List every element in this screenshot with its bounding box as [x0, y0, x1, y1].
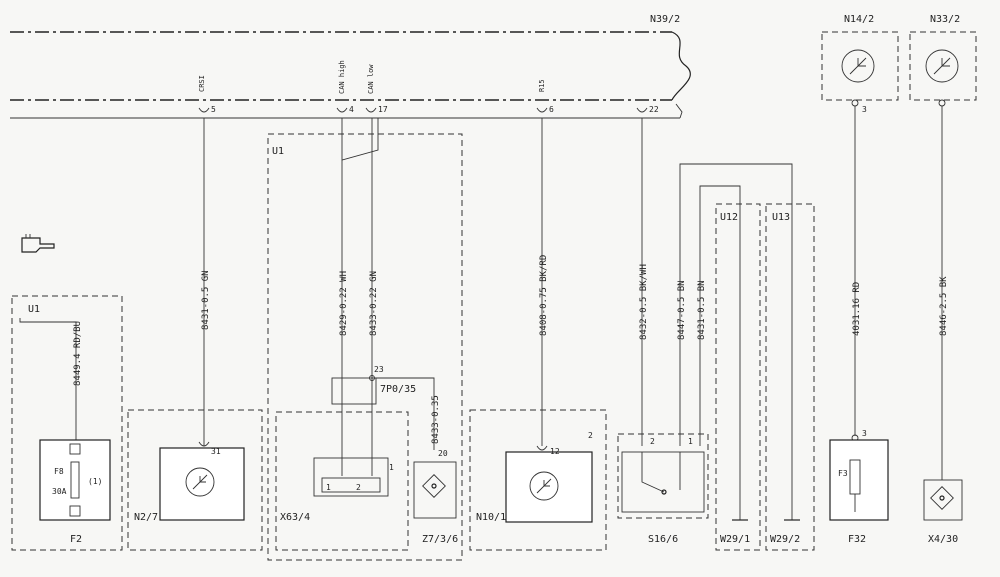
pin-23-label: 23	[374, 365, 384, 374]
pin-4-label: 4	[349, 105, 354, 114]
module-u1-left-label: U1	[28, 304, 40, 315]
n10-1-body	[505, 451, 593, 523]
signal-can-high-label: CAN high	[338, 60, 346, 94]
fuse-f32-body	[829, 439, 889, 521]
connector-ref-label: 7P0/35	[380, 384, 416, 395]
pin-31-label: 31	[211, 447, 221, 456]
n2-7-body	[159, 447, 245, 521]
module-n33-2-label: N33/2	[930, 14, 960, 25]
signal-crsi-label: CRSI	[198, 75, 206, 92]
module-u13-label: U13	[772, 212, 790, 223]
pin-5-label: 5	[211, 105, 216, 114]
module-z7-3-6-label: Z7/3/6	[422, 534, 458, 545]
pin-6-label: 6	[549, 105, 554, 114]
wire-can-low-label: 8433-0.22 GN	[369, 271, 379, 336]
module-x4-30: 8446-2.5 BK X4/30	[923, 106, 963, 545]
wire-s16-c-label: 8431-0.5 BN	[697, 280, 707, 340]
module-u1-mid-label: U1	[272, 146, 284, 157]
bus-pins: 5 CRSI 4 CAN high 17 CAN low 6 R15 22	[198, 60, 659, 114]
module-x63-4-label: X63/4	[280, 512, 310, 523]
module-w29-1-label: W29/1	[720, 534, 750, 545]
pin-20-label: 20	[438, 449, 448, 458]
fuse-f8-extra: (1)	[88, 477, 102, 486]
pin-2-n10-label: 2	[588, 431, 593, 440]
module-s16-6: 8432-0.5 BK/WH 8447-0.5 BN 8431-0.5 BN 2…	[617, 118, 793, 545]
module-u13: U13 W29/2	[765, 203, 815, 551]
module-s16-6-label: S16/6	[648, 534, 678, 545]
module-n10-1-label: N10/1	[476, 512, 506, 523]
module-w29-2-label: W29/2	[770, 534, 800, 545]
pin-cup-17	[365, 107, 377, 113]
pin-2-x63-label: 2	[356, 483, 361, 492]
module-f32-label: F32	[848, 534, 866, 545]
module-n14-2: N14/2 3	[821, 14, 899, 114]
wire-f2-label: 8449.4 RD/BU	[73, 321, 83, 386]
pin-cup-5	[198, 107, 210, 113]
wire-s16-a-label: 8432-0.5 BK/WH	[639, 264, 649, 340]
wire-can-high-label: 8429-0.22 WH	[339, 271, 349, 336]
wire-z7-label: 8433-0.35	[431, 395, 441, 444]
pin-1-x63-outer-label: 1	[389, 463, 394, 472]
wire-n10-label: 8408-0.75 BK/RD	[539, 255, 549, 336]
module-n14-2-label: N14/2	[844, 14, 874, 25]
module-f32: 4031.16 RD 3 F3 F32	[829, 106, 889, 545]
pin-cup-6	[536, 107, 548, 113]
pin-3-f32-label: 3	[862, 429, 867, 438]
wire-x4-label: 8446-2.5 BK	[939, 276, 949, 336]
pin-12-label: 12	[550, 447, 560, 456]
module-u12: U12 W29/1	[715, 203, 761, 551]
pin-17-label: 17	[378, 105, 388, 114]
signal-r15-label: R15	[538, 79, 546, 92]
wire-f32-label: 4031.16 RD	[852, 282, 862, 336]
pin-cup-4	[336, 107, 348, 113]
module-n39-2: N39/2	[10, 14, 691, 119]
wire-n2-7-label: 8431-0.5 GN	[201, 270, 211, 330]
fuse-f3-label: F3	[838, 469, 848, 478]
pin-2-s16-label: 2	[650, 437, 655, 446]
fuse-f2-body	[39, 439, 111, 521]
pin-1-x63-label: 1	[326, 483, 331, 492]
module-n2-7-label: N2/7	[134, 512, 158, 523]
module-u1-left: U1 8449.4 RD/BU F8 30A (1) F2	[11, 295, 123, 551]
pin-3-n14-label: 3	[862, 105, 867, 114]
module-u1-mid: U1 8429-0.22 WH 8433-0.22 GN 23 7P0/35 8…	[267, 118, 463, 561]
module-n39-2-label: N39/2	[650, 14, 680, 25]
module-n10-1: 8408-0.75 BK/RD 12 2 N10/1	[469, 118, 607, 551]
wire-s16-b-label: 8447-0.5 BN	[677, 280, 687, 340]
pointing-hand-icon	[21, 234, 55, 253]
module-n2-7: 8431-0.5 GN 31 N2/7	[127, 118, 263, 551]
pin-22-label: 22	[649, 105, 659, 114]
module-u12-label: U12	[720, 212, 738, 223]
module-f2-label: F2	[70, 534, 82, 545]
signal-can-low-label: CAN low	[367, 64, 375, 94]
fuse-f8-name: F8	[54, 467, 64, 476]
module-n33-2: N33/2	[909, 14, 977, 107]
fuse-f8-rating: 30A	[52, 487, 67, 496]
pin-cup-22	[636, 107, 648, 113]
pin-1-s16-label: 1	[688, 437, 693, 446]
module-x4-30-label: X4/30	[928, 534, 958, 545]
